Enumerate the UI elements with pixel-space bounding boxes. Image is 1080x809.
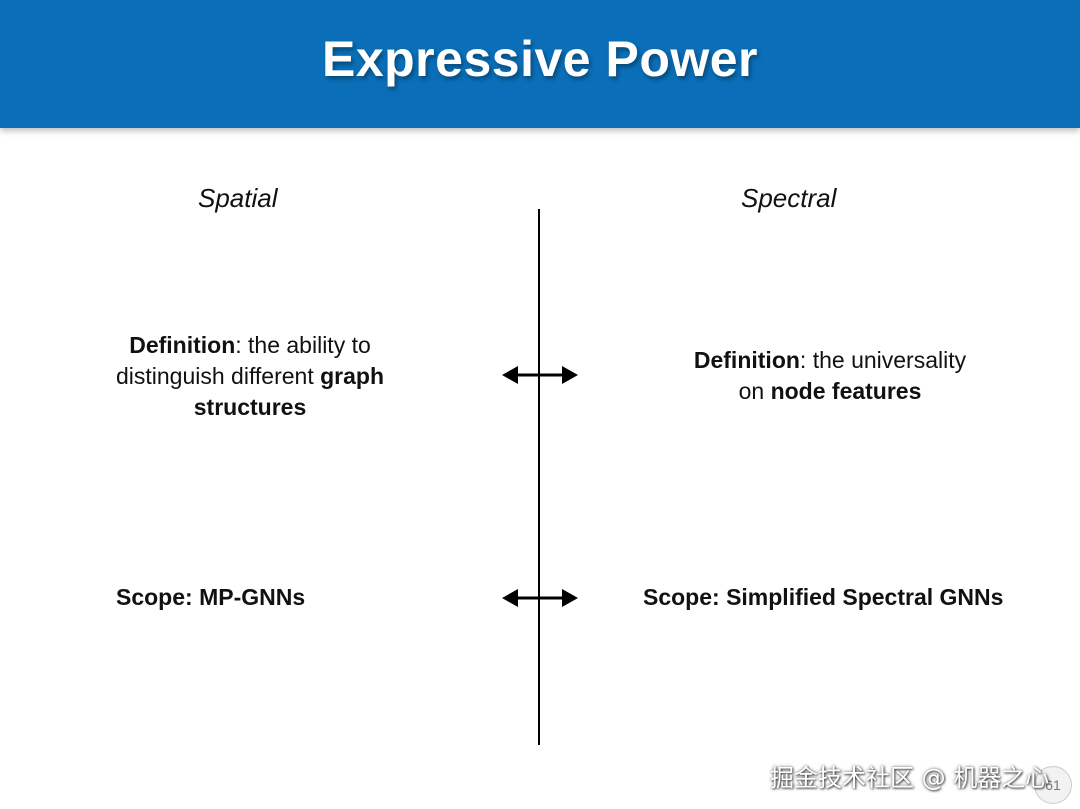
- double-headed-arrow-icon: [502, 366, 578, 384]
- spatial-definition-graph: graph: [320, 363, 385, 389]
- spectral-definition-line2: on: [738, 378, 771, 404]
- spectral-definition-node-features: node features: [770, 378, 922, 404]
- spatial-definition-line1: : the ability to: [235, 332, 371, 358]
- spectral-heading: Spectral: [741, 183, 837, 213]
- spatial-definition-structures: structures: [193, 394, 307, 420]
- center-divider: [538, 209, 540, 745]
- slide-header: Expressive Power: [0, 0, 1080, 128]
- slide-title: Expressive Power: [321, 31, 759, 87]
- spatial-heading: Spatial: [198, 183, 278, 213]
- double-headed-arrow-icon: [502, 589, 578, 607]
- spatial-definition-line2: distinguish different: [115, 363, 321, 389]
- watermark: 掘金技术社区 @ 机器之心: [770, 764, 1050, 792]
- spectral-definition: Definition: the universality on node fea…: [660, 345, 1000, 407]
- spatial-scope: Scope: MP-GNNs: [116, 584, 306, 610]
- spectral-scope: Scope: Simplified Spectral GNNs: [643, 584, 1004, 610]
- spatial-definition: Definition: the ability to distinguish d…: [90, 330, 410, 423]
- spectral-definition-line1: : the universality: [799, 347, 967, 373]
- page-number: 61: [1034, 766, 1072, 804]
- spatial-definition-label: Definition: [129, 332, 236, 358]
- spectral-definition-label: Definition: [693, 347, 800, 373]
